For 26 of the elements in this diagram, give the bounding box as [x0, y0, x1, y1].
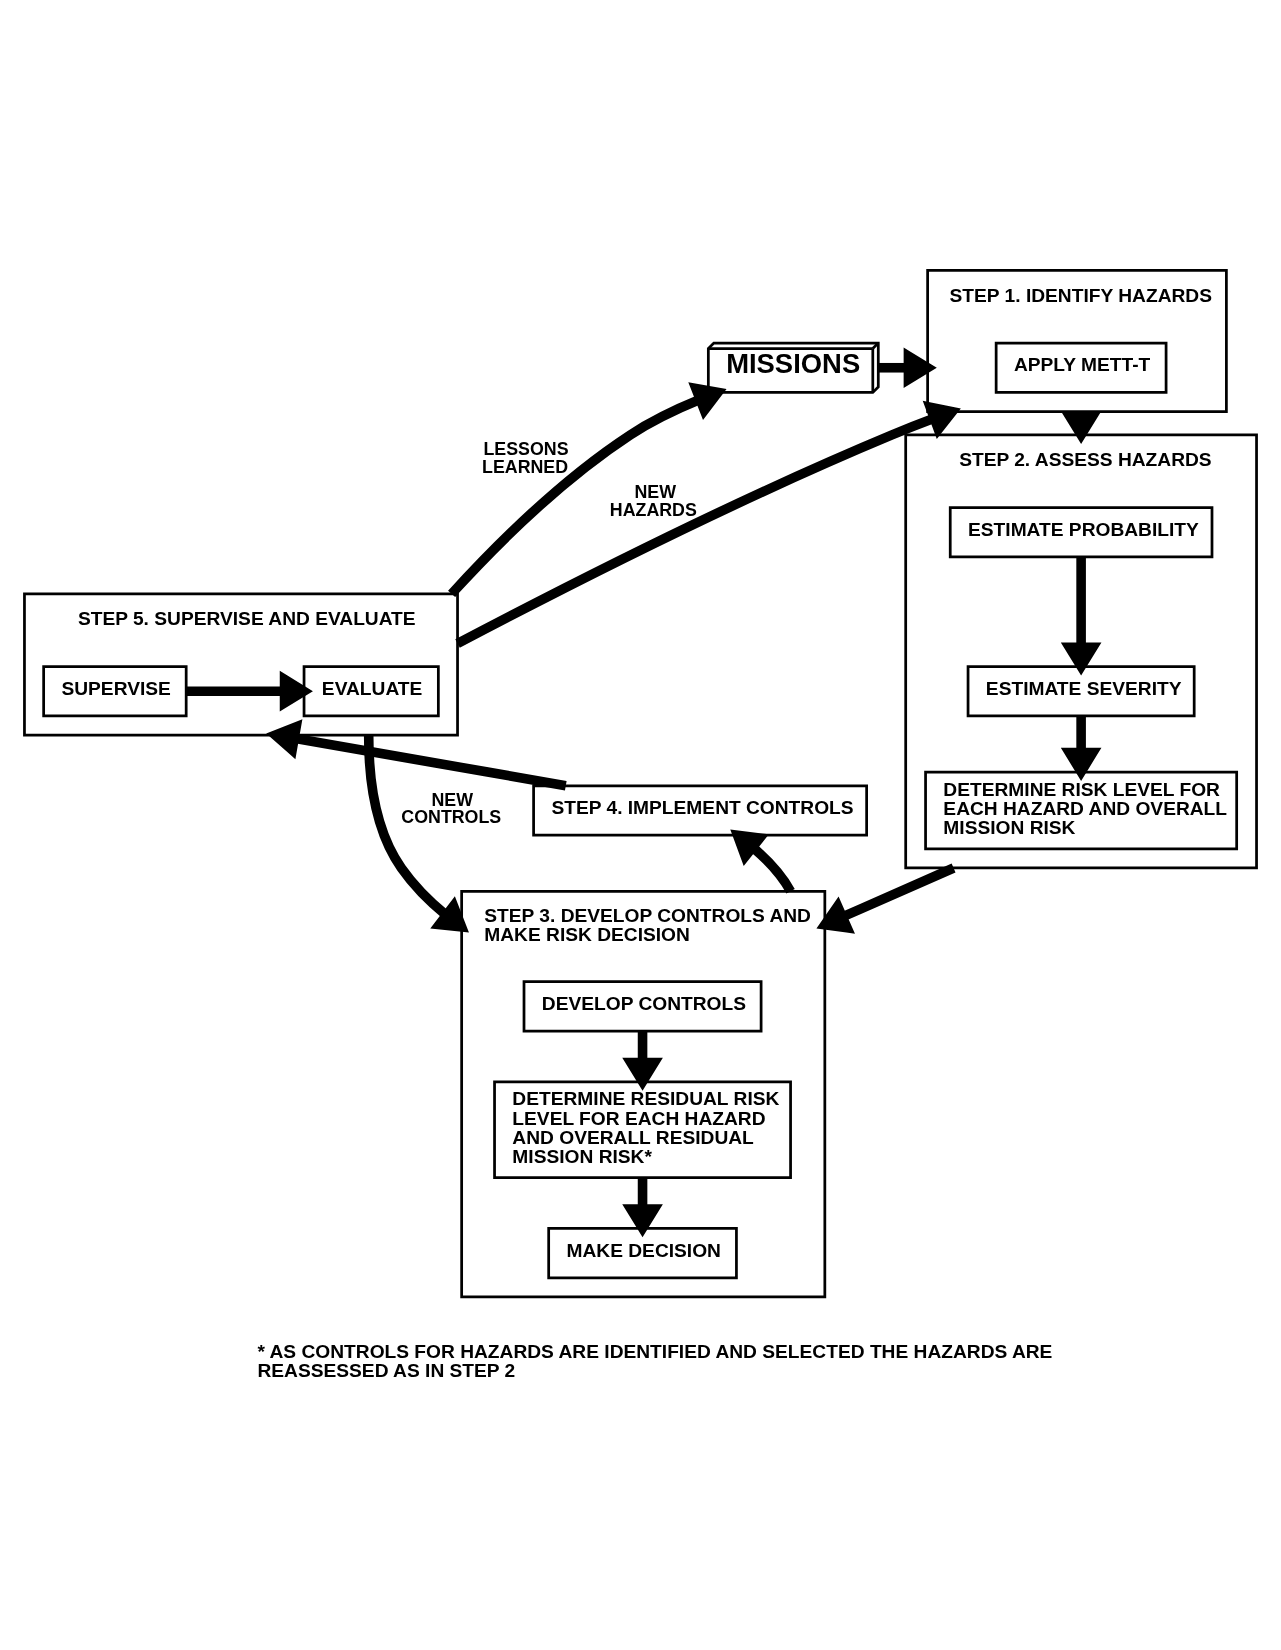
arrow [448, 381, 727, 597]
node-box: ESTIMATE SEVERITY [966, 664, 1196, 717]
node-box: DETERMINE RISK LEVEL FOR EACH HAZARD AND OVERALL MISSION RISK [924, 770, 1239, 850]
node-box: DETERMINE RESIDUAL RISK LEVEL FOR EACH HAZARD AND OVERALL RESIDUAL MISSION RISK* [493, 1079, 792, 1179]
arrow [455, 400, 961, 648]
edge-label: NEW CONTROLS [401, 788, 502, 827]
node-box: MAKE DECISION [547, 1226, 738, 1279]
node-box: EVALUATE [302, 664, 440, 717]
arrow [730, 829, 795, 894]
node-box: DEVELOP CONTROLS [522, 979, 763, 1032]
node-box: ESTIMATE PROBABILITY [948, 505, 1214, 558]
arrow [363, 734, 469, 932]
arrow [622, 1177, 663, 1237]
arrow [1060, 715, 1102, 781]
arrow [1060, 556, 1102, 676]
node-box: SUPERVISE [42, 664, 188, 717]
edge-label: NEW HAZARDS [609, 481, 697, 520]
label: * AS CONTROLS FOR HAZARDS ARE IDENTIFIED AND SELECTED THE HAZARDS ARE REASSESSED AS IN STEP 2 [257, 1340, 1053, 1381]
arrow [622, 1031, 663, 1091]
arrow [186, 670, 313, 711]
edge-label: LESSONS LEARNED [482, 438, 569, 477]
node-box: STEP 4. IMPLEMENT CONTROLS [532, 783, 868, 836]
node-box: APPLY METT-T [994, 341, 1168, 394]
arrow [878, 346, 937, 388]
arrow [266, 718, 567, 790]
arrow [816, 863, 956, 934]
